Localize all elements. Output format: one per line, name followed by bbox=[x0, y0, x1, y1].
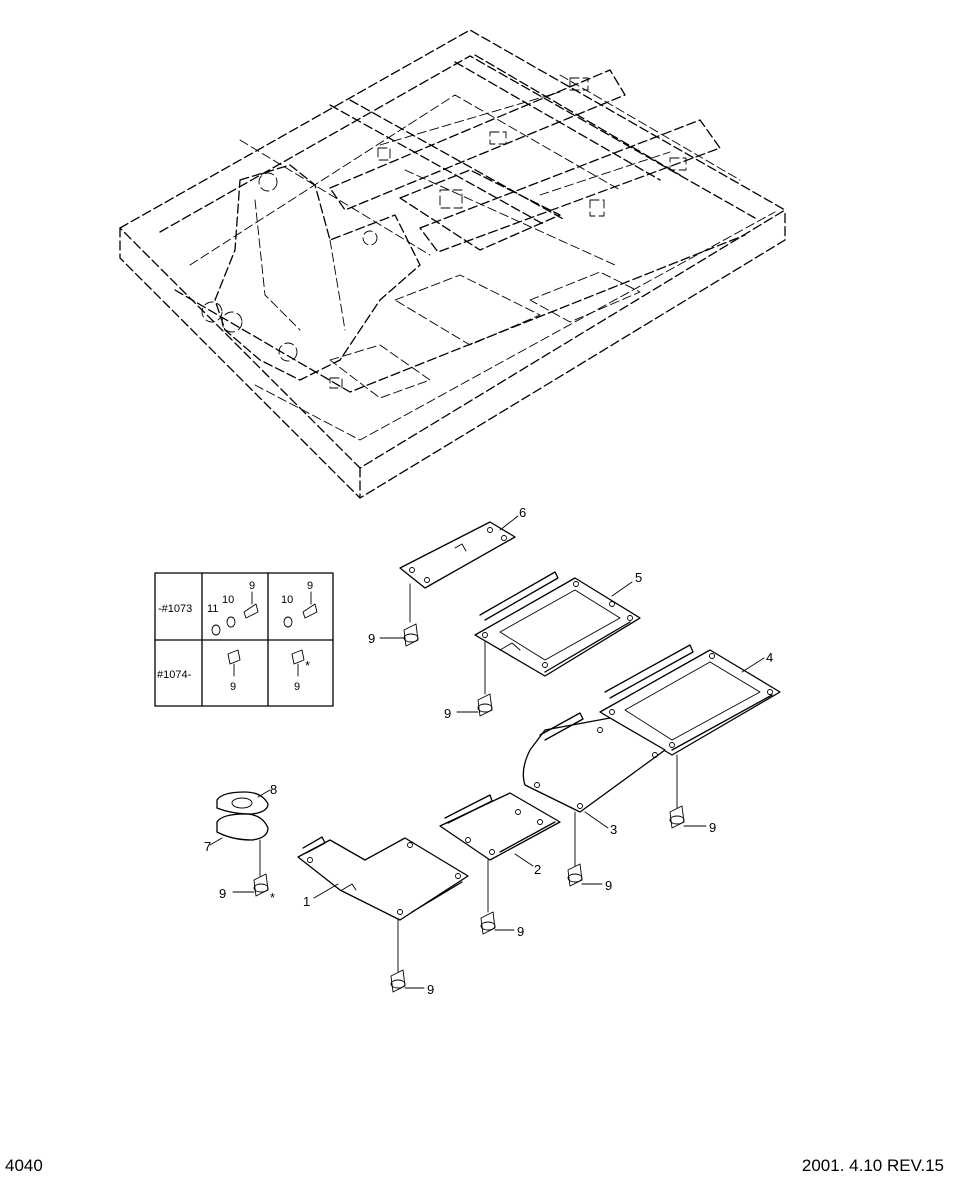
callout-9-table-c: 9 bbox=[230, 681, 236, 693]
part-6-cover-plate: 6 bbox=[399, 505, 526, 623]
callout-6: 6 bbox=[519, 505, 526, 520]
callout-9-part-6: 9 bbox=[368, 631, 375, 646]
part-2-cover-plate: 2 bbox=[439, 792, 561, 913]
part-1-cover-plate: 1 bbox=[297, 836, 469, 973]
bolt-9-part-5: 9 bbox=[444, 693, 493, 721]
callout-8: 8 bbox=[270, 782, 277, 797]
callout-9-table-a: 9 bbox=[249, 580, 255, 592]
callout-9-part-4: 9 bbox=[709, 820, 716, 835]
callout-9-part-1: 9 bbox=[427, 982, 434, 997]
callout-5: 5 bbox=[635, 570, 642, 585]
part-8-gasket: 8 bbox=[216, 782, 277, 815]
bolt-9-part-6: 9 bbox=[368, 623, 419, 647]
callout-10-table-b: 10 bbox=[281, 594, 293, 606]
callout-9-gasket: 9 bbox=[219, 886, 226, 901]
variant-table: -#1073 #1074- 11 10 9 10 9 9 9 * bbox=[154, 572, 334, 707]
callout-4: 4 bbox=[766, 650, 773, 665]
bolt-9-part-3: 9 bbox=[567, 863, 612, 893]
callout-9-table-d: 9 bbox=[294, 681, 300, 693]
callout-7: 7 bbox=[204, 839, 211, 854]
part-7-gasket: 7 bbox=[204, 813, 269, 877]
upper-frame-drawing bbox=[119, 29, 786, 499]
callout-9-part-3: 9 bbox=[605, 878, 612, 893]
revision-date: 2001. 4.10 REV.15 bbox=[801, 1156, 944, 1175]
callout-10-table-a: 10 bbox=[222, 594, 234, 606]
callout-3: 3 bbox=[610, 822, 617, 837]
bolt-9-part-1: 9 bbox=[390, 969, 434, 997]
callout-9-part-2: 9 bbox=[517, 924, 524, 939]
callout-9-table-b: 9 bbox=[307, 580, 313, 592]
part-4-cover-plate: 4 bbox=[599, 644, 781, 809]
part-3-cover-plate: 3 bbox=[522, 712, 666, 867]
bolt-9-gasket: 9 * bbox=[219, 873, 275, 905]
variant-row2-label: #1074- bbox=[157, 669, 192, 681]
bolt-9-part-4: 9 bbox=[669, 805, 716, 835]
star-mark-gasket: * bbox=[270, 890, 275, 905]
callout-2: 2 bbox=[534, 862, 541, 877]
callout-1: 1 bbox=[303, 894, 310, 909]
bolt-9-part-2: 9 bbox=[480, 911, 524, 939]
part-5-cover-plate: 5 bbox=[474, 570, 642, 695]
callout-11-table: 11 bbox=[207, 603, 218, 615]
callout-9-part-5: 9 bbox=[444, 706, 451, 721]
variant-row1-label: -#1073 bbox=[158, 603, 192, 615]
star-mark-table: * bbox=[305, 658, 310, 673]
page-number: 4040 bbox=[5, 1156, 43, 1175]
